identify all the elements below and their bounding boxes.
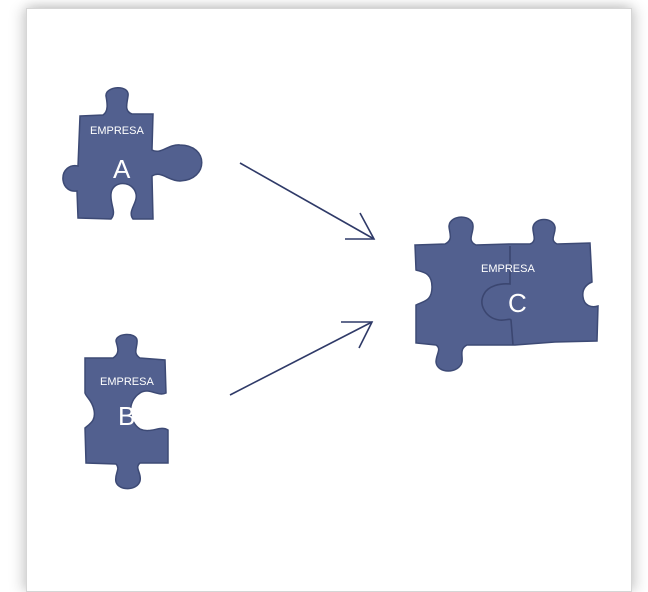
piece-a-label: EMPRESA	[90, 125, 144, 137]
puzzle-piece-b: EMPRESA B	[84, 333, 169, 490]
puzzle-piece-a: EMPRESA A	[62, 87, 203, 220]
puzzle-piece-b-shape	[84, 333, 169, 490]
puzzle-piece-c-shape	[414, 216, 599, 372]
puzzle-piece-c: EMPRESA C	[414, 216, 599, 372]
arrow-a-to-c	[239, 162, 376, 240]
arrow-b-to-c	[229, 321, 374, 396]
piece-b-label: EMPRESA	[100, 376, 154, 388]
piece-b-letter: B	[118, 401, 135, 431]
piece-c-letter: C	[508, 288, 527, 318]
piece-c-label: EMPRESA	[481, 263, 535, 275]
puzzle-piece-c-seam	[481, 246, 514, 346]
piece-a-letter: A	[113, 154, 131, 184]
puzzle-piece-a-shape	[62, 87, 203, 220]
